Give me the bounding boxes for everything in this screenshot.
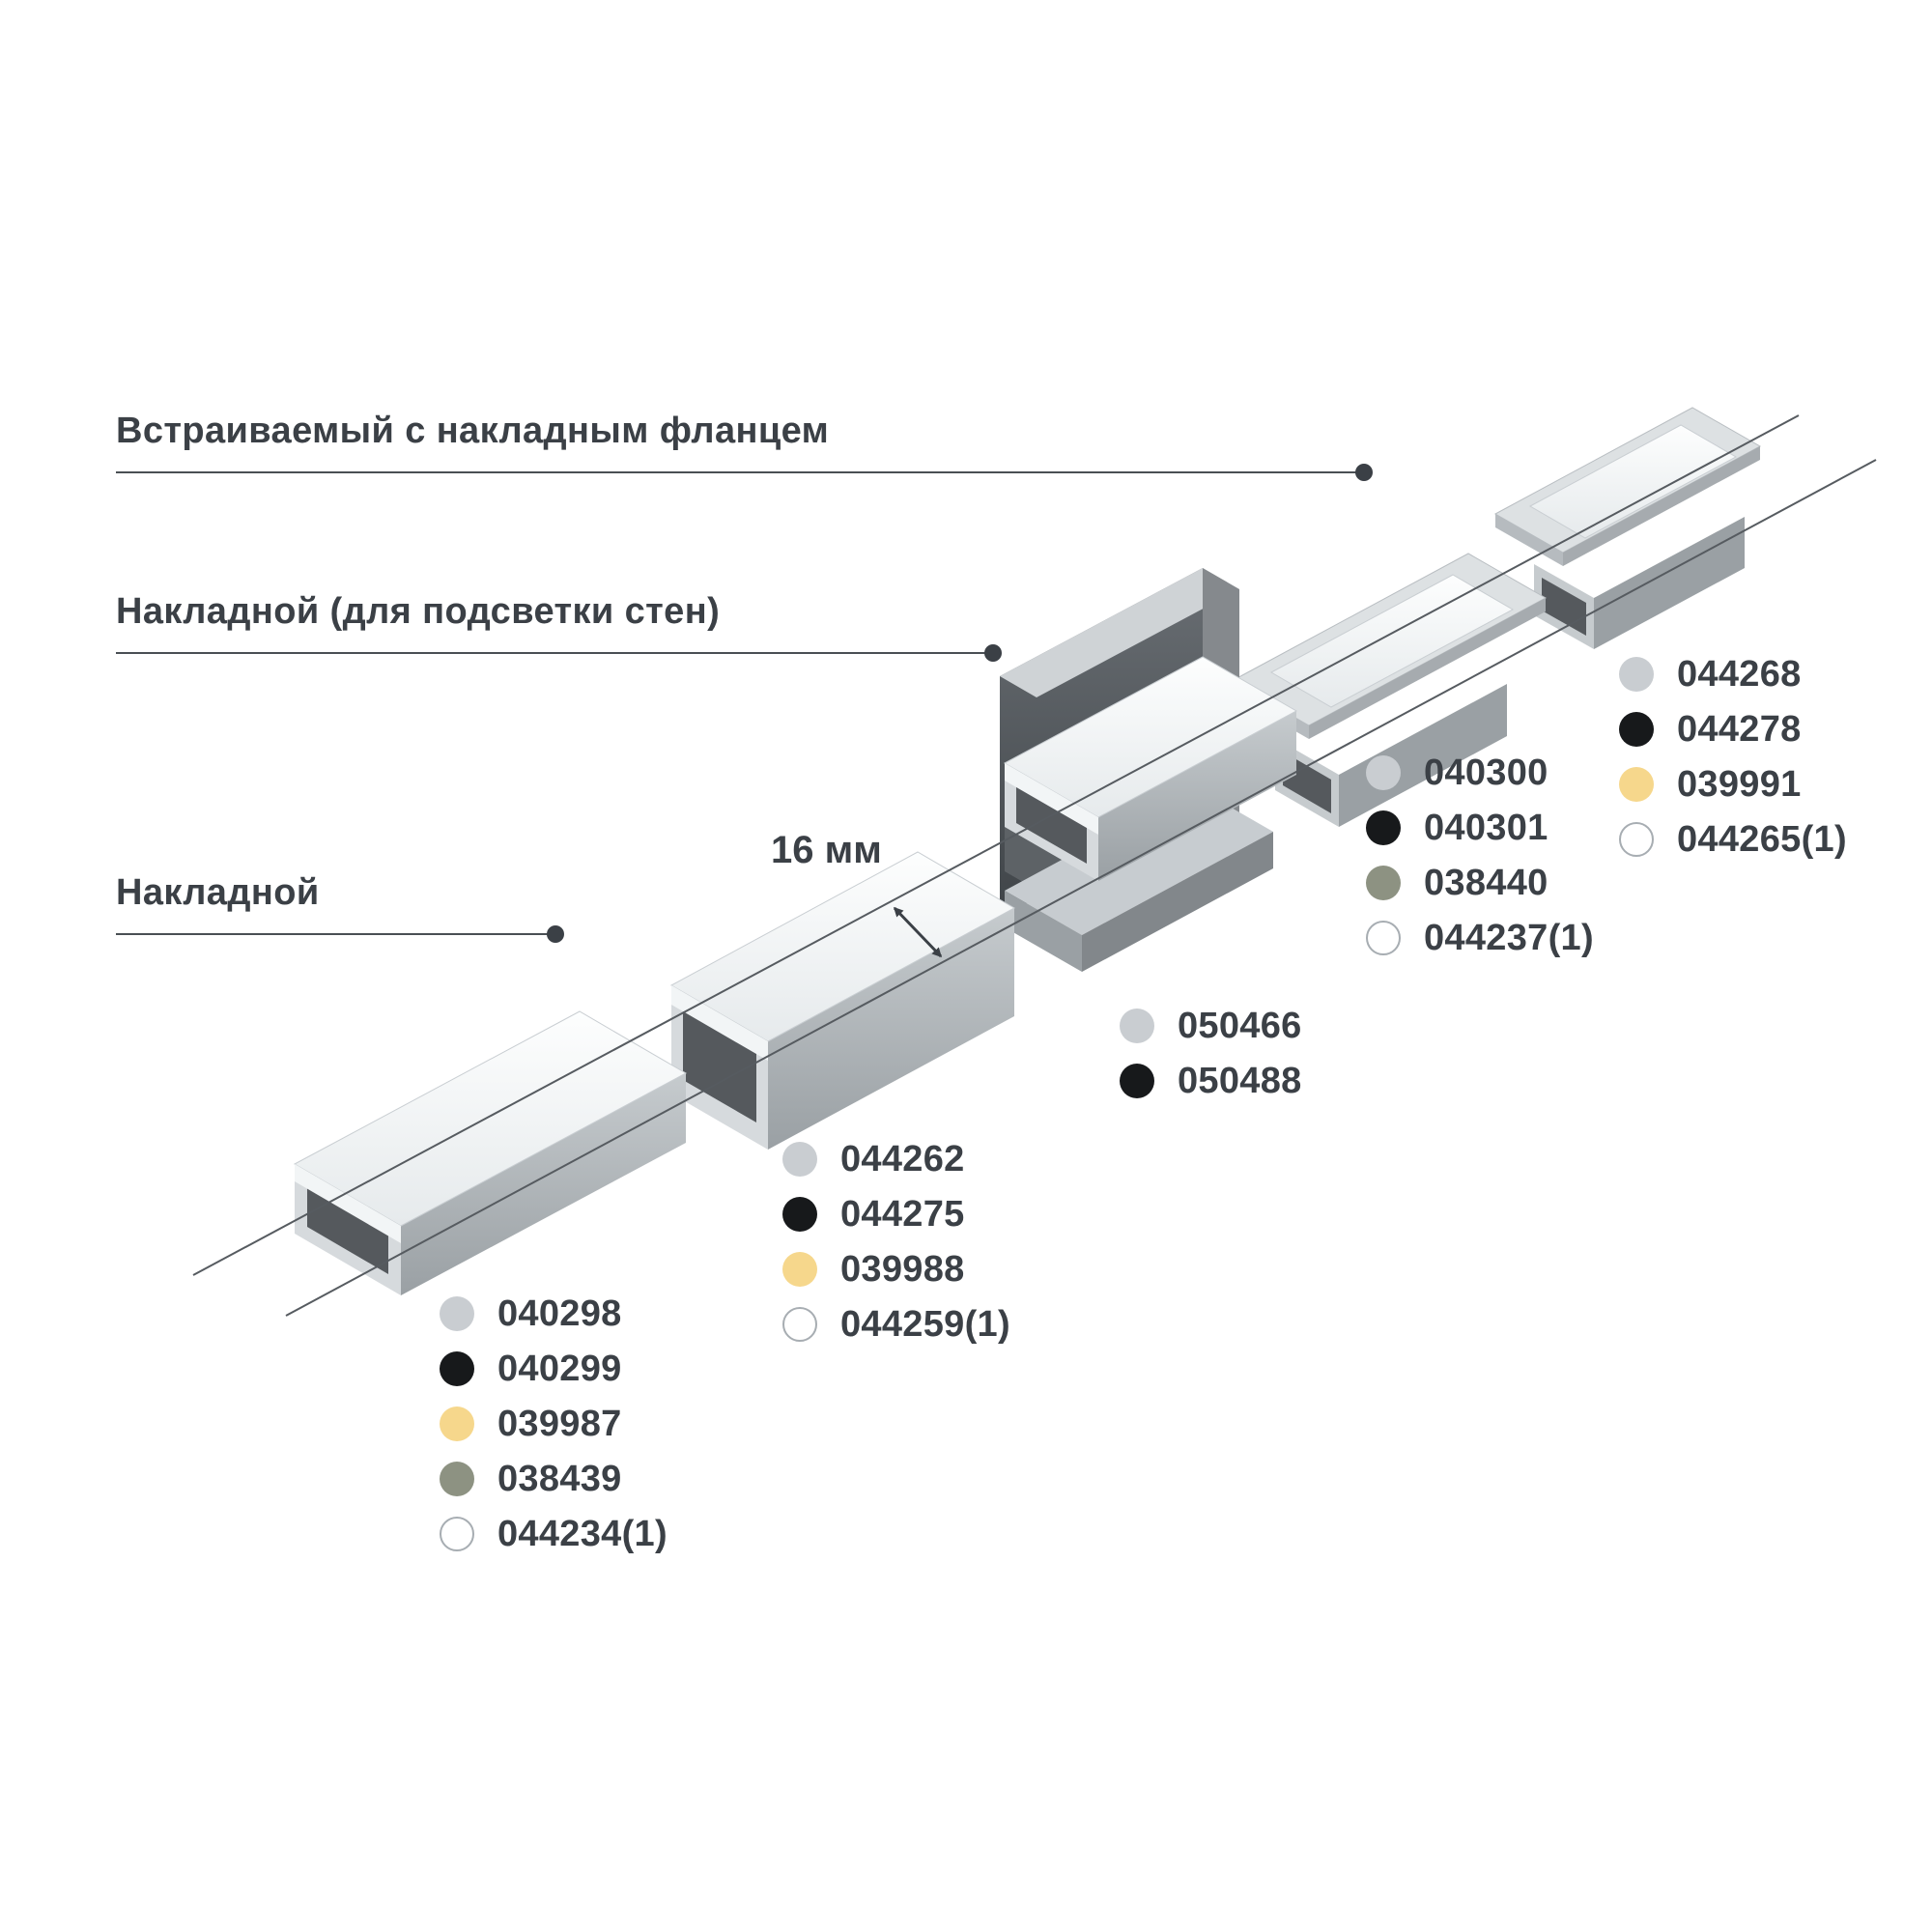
leader-dot [547, 925, 564, 943]
color-swatch-amber [782, 1252, 817, 1287]
profile-wall-mount [1000, 568, 1298, 972]
label-recessed-flange: Встраиваемый с накладным фланцем [116, 411, 830, 451]
profile-surface-tall [669, 851, 1016, 1150]
product-code-row: 040301 [1366, 807, 1594, 848]
product-code: 044265(1) [1677, 818, 1847, 860]
profile-surface-low [293, 1010, 688, 1295]
product-code-row: 040300 [1366, 752, 1594, 793]
label-surface-wall: Накладной (для подсветки стен) [116, 591, 721, 632]
product-code: 044278 [1677, 708, 1802, 750]
product-code-row: 050488 [1120, 1060, 1302, 1101]
product-code-row: 044262 [782, 1138, 1010, 1179]
code-group-recessed-2: 044268 044278 039991 044265(1) [1619, 653, 1847, 860]
product-code: 044237(1) [1424, 917, 1594, 958]
product-code-row: 039988 [782, 1248, 1010, 1290]
color-swatch-black [782, 1197, 817, 1232]
leader-dot [1355, 464, 1373, 481]
color-swatch-white [782, 1307, 817, 1342]
product-code: 040299 [497, 1348, 622, 1389]
label-surface: Накладной [116, 872, 320, 913]
product-code-row: 040298 [440, 1293, 668, 1334]
product-code-row: 038440 [1366, 862, 1594, 903]
leader-surface [116, 925, 564, 943]
product-code-row: 044259(1) [782, 1303, 1010, 1345]
dimension-arrow [893, 906, 943, 958]
axis-line-upper [192, 414, 1800, 1276]
color-swatch-gray [440, 1296, 474, 1331]
code-group-surface-tall: 044262 044275 039988 044259(1) [782, 1138, 1010, 1345]
product-code: 040298 [497, 1293, 622, 1334]
product-code: 050488 [1178, 1060, 1302, 1101]
color-swatch-amber [440, 1406, 474, 1441]
color-swatch-olive [1366, 866, 1401, 900]
product-code: 044275 [840, 1193, 965, 1235]
color-swatch-amber [1619, 767, 1654, 802]
product-code-row: 050466 [1120, 1005, 1302, 1046]
product-code-row: 039987 [440, 1403, 668, 1444]
color-swatch-black [1366, 810, 1401, 845]
product-code: 040300 [1424, 752, 1548, 793]
product-code: 040301 [1424, 807, 1548, 848]
dimension-label: 16 мм [771, 829, 882, 871]
leader-dot [984, 644, 1002, 662]
product-code: 044234(1) [497, 1513, 668, 1554]
product-code-row: 038439 [440, 1458, 668, 1499]
product-code: 044262 [840, 1138, 965, 1179]
product-code: 044268 [1677, 653, 1802, 695]
color-swatch-gray [1366, 755, 1401, 790]
code-group-wall-mount: 050466 050488 [1120, 1005, 1302, 1101]
product-code: 038440 [1424, 862, 1548, 903]
product-code-row: 044278 [1619, 708, 1847, 750]
product-code: 039988 [840, 1248, 965, 1290]
product-code-row: 044275 [782, 1193, 1010, 1235]
product-code-row: 044268 [1619, 653, 1847, 695]
product-code: 039991 [1677, 763, 1802, 805]
product-code-row: 040299 [440, 1348, 668, 1389]
axis-line-lower [285, 459, 1877, 1317]
color-swatch-black [1120, 1064, 1154, 1098]
product-code-row: 044234(1) [440, 1513, 668, 1554]
color-swatch-white [440, 1517, 474, 1551]
code-group-surface-low: 040298 040299 039987 038439 044234(1) [440, 1293, 668, 1554]
product-code-row: 044265(1) [1619, 818, 1847, 860]
color-swatch-olive [440, 1462, 474, 1496]
code-group-recessed-1: 040300 040301 038440 044237(1) [1366, 752, 1594, 958]
product-code-row: 044237(1) [1366, 917, 1594, 958]
leader-recessed-flange [116, 464, 1373, 481]
product-code: 039987 [497, 1403, 622, 1444]
product-code: 050466 [1178, 1005, 1302, 1046]
color-swatch-black [440, 1351, 474, 1386]
product-code-row: 039991 [1619, 763, 1847, 805]
color-swatch-gray [782, 1142, 817, 1177]
product-code: 038439 [497, 1458, 622, 1499]
color-swatch-gray [1619, 657, 1654, 692]
leader-surface-wall [116, 644, 1002, 662]
color-swatch-white [1366, 921, 1401, 955]
color-swatch-white [1619, 822, 1654, 857]
product-code: 044259(1) [840, 1303, 1010, 1345]
color-swatch-gray [1120, 1009, 1154, 1043]
color-swatch-black [1619, 712, 1654, 747]
